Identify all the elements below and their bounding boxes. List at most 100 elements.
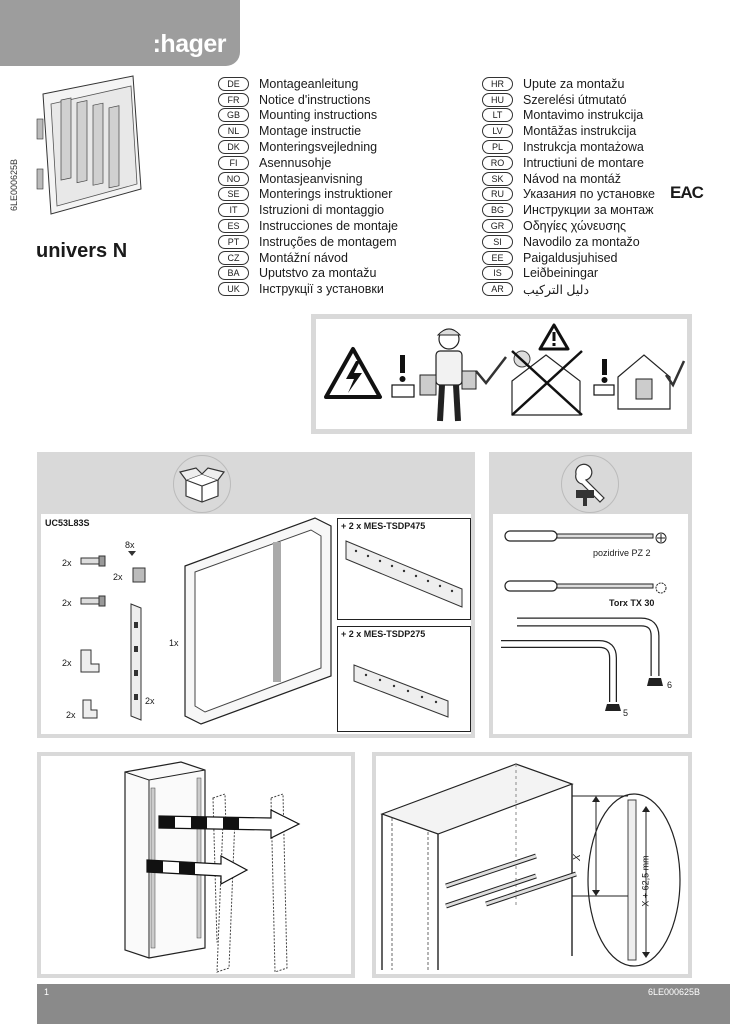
vertical-rail-part-icon xyxy=(130,603,142,721)
language-code-badge: GR xyxy=(482,219,513,234)
document-code-footer: 6LE000625B xyxy=(647,987,700,997)
language-title: Οδηγίες χώνευσης xyxy=(523,219,627,234)
language-code-badge: PT xyxy=(218,234,249,249)
page-number: 1 xyxy=(44,987,50,997)
language-title: Leiðbeiningar xyxy=(523,266,599,281)
enclosure-product-illustration xyxy=(36,75,142,215)
quantity-label: 2x xyxy=(113,572,123,582)
mounting-rail-short-icon xyxy=(353,664,449,718)
language-code-badge: BG xyxy=(482,203,513,218)
language-code-badge: NO xyxy=(218,171,249,186)
language-code-badge: RU xyxy=(482,187,513,202)
language-item: HU Szerelési útmutató xyxy=(482,92,655,108)
language-code-badge: LV xyxy=(482,124,513,139)
language-item: BG Инструкции за монтаж xyxy=(482,202,655,218)
language-title: Paigaldusjuhised xyxy=(523,250,618,265)
language-title: Instrukcja montażowa xyxy=(523,140,644,155)
language-code-badge: SI xyxy=(482,234,513,249)
language-code-badge: ES xyxy=(218,219,249,234)
language-code-badge: AR xyxy=(482,282,513,297)
product-name: univers N xyxy=(36,240,128,262)
language-code-badge: FR xyxy=(218,92,249,107)
dimension-x-plus-label: X + 62,5 mm xyxy=(640,855,651,907)
package-contents-panel: UC53L83S 8x 2x 2x 2x 2x 2x 2x 1x + 2 x M… xyxy=(37,452,475,738)
language-title: Montage instructie xyxy=(259,124,362,139)
language-title: Istruzioni di montaggio xyxy=(259,203,385,218)
house-correct-icon xyxy=(617,354,671,410)
document-code-vertical: 6LE000625B xyxy=(9,158,20,212)
language-title: Інструкції з установки xyxy=(259,282,384,297)
language-title: Monterings instruktioner xyxy=(259,187,393,202)
language-title: Instrucciones de montaje xyxy=(259,219,398,234)
language-code-badge: HR xyxy=(482,76,513,91)
general-warning-icon xyxy=(538,323,570,351)
tool-label-pz2: pozidrive PZ 2 xyxy=(593,548,651,558)
language-code-badge: BA xyxy=(218,266,249,281)
language-code-badge: HU xyxy=(482,92,513,107)
language-item: DK Monteringsvejledning xyxy=(218,139,398,155)
hex-size-5: 5 xyxy=(623,708,629,718)
clip-part-icon xyxy=(128,551,136,556)
nut-part-icon xyxy=(132,567,146,583)
checkmark-icon-2 xyxy=(664,360,686,388)
electrician-icon xyxy=(419,328,477,422)
torx-bit-icon xyxy=(655,582,667,594)
tools-content: pozidrive PZ 2 Torx TX 30 6 5 xyxy=(493,514,688,734)
language-title: Szerelési útmutató xyxy=(523,92,627,107)
language-code-badge: DE xyxy=(218,76,249,91)
step-remove-side-panels xyxy=(37,752,355,978)
option-label: + 2 x MES-TSDP475 xyxy=(341,521,426,531)
step-remove-content xyxy=(41,756,351,974)
cabinet-rail-mounting-illustration xyxy=(380,763,681,970)
language-title: Intructiuni de montare xyxy=(523,155,644,170)
language-code-badge: IS xyxy=(482,266,513,281)
language-code-badge: RO xyxy=(482,155,513,170)
tools-panel: pozidrive PZ 2 Torx TX 30 6 5 xyxy=(489,452,692,738)
quantity-label: 2x xyxy=(62,658,72,668)
screwdriver-torx-icon xyxy=(504,580,654,592)
language-title: Navodilo za montažo xyxy=(523,234,640,249)
door-panel-part-icon xyxy=(184,517,332,725)
language-title: Upute za montažu xyxy=(523,76,625,91)
language-item: ES Instrucciones de montaje xyxy=(218,218,398,234)
step-mount-rails: X X + 62,5 mm xyxy=(372,752,692,978)
language-title: Asennusohje xyxy=(259,155,332,170)
safety-warning-panel xyxy=(311,314,692,434)
dimension-x-label: X xyxy=(571,854,583,861)
language-code-badge: LT xyxy=(482,108,513,123)
language-title: Mounting instructions xyxy=(259,108,378,123)
option-box-tsdp475: + 2 x MES-TSDP475 xyxy=(337,518,471,620)
language-title: Notice d'instructions xyxy=(259,92,371,107)
hex-size-6: 6 xyxy=(667,680,673,690)
language-code-badge: SK xyxy=(482,171,513,186)
quantity-label: 2x xyxy=(62,558,72,568)
mounting-rail-long-icon xyxy=(345,540,463,608)
footer-band xyxy=(37,984,730,1024)
pozidrive-bit-icon xyxy=(655,532,667,544)
language-title: Инструкции за монтаж xyxy=(523,203,654,218)
bracket-part-icon-2 xyxy=(82,699,98,719)
language-code-badge: SE xyxy=(218,187,249,202)
option-box-tsdp275: + 2 x MES-TSDP275 xyxy=(337,626,471,732)
house-wrong-icon xyxy=(511,350,583,416)
header-band: :hager xyxy=(0,0,240,66)
language-title: Monteringsvejledning xyxy=(259,140,378,155)
language-code-badge: DK xyxy=(218,140,249,155)
brand-logo: :hager xyxy=(152,30,227,58)
screw-part-icon-2 xyxy=(80,595,106,607)
quantity-label: 2x xyxy=(66,710,76,720)
